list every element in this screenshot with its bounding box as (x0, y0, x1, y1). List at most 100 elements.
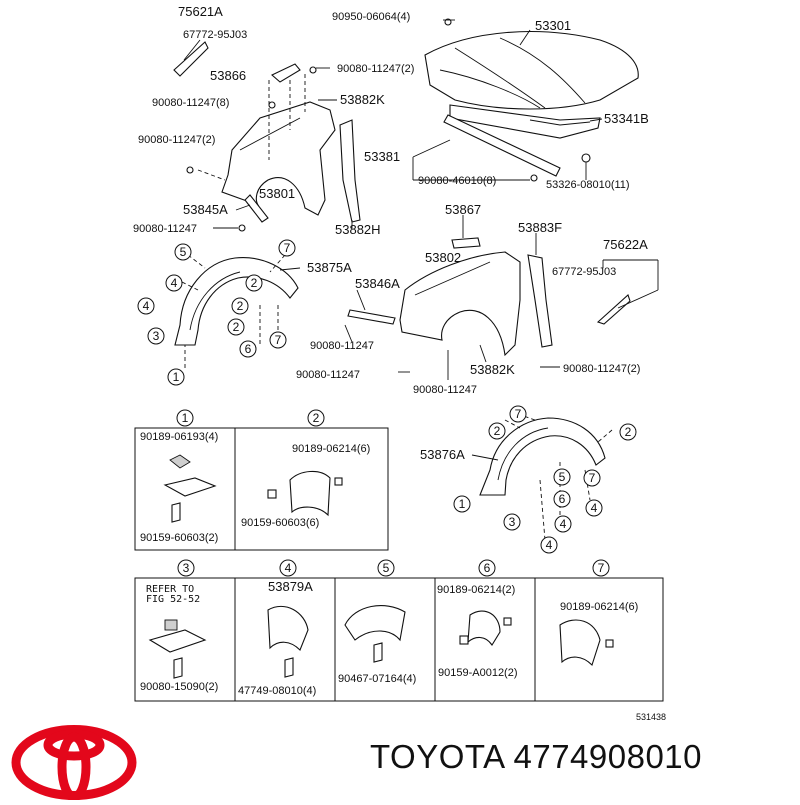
callout-2: 2 (237, 299, 244, 313)
callout-4: 4 (143, 299, 150, 313)
label-53875A: 53875A (307, 260, 352, 275)
bracket-53866 (271, 63, 301, 83)
label-90189-06193: 90189-06193(4) (140, 431, 218, 443)
label-47749-08010: 47749-08010(4) (238, 685, 316, 697)
label-53301: 53301 (535, 18, 571, 33)
bolt-icon (309, 66, 317, 74)
callout-4: 4 (591, 501, 598, 515)
callout-7: 7 (515, 407, 522, 421)
leader-lines (183, 19, 659, 461)
label-53882K: 53882K (470, 362, 515, 377)
callout-2: 2 (313, 411, 320, 425)
fender-liner-53883F (527, 254, 553, 348)
callout-5: 5 (383, 561, 390, 575)
diagram-code: 531438 (636, 712, 666, 720)
fender-liner-53882H (339, 119, 361, 223)
callout-2: 2 (494, 424, 501, 438)
cowl-75622A (596, 294, 631, 325)
label-53341B: 53341B (604, 111, 649, 126)
label-67772-95J03: 67772-95J03 (552, 266, 616, 278)
brand-name: TOYOTA (370, 738, 504, 775)
label-fig-52-52: FIG 52-52 (146, 594, 200, 605)
callout-2: 2 (233, 320, 240, 334)
label-53802: 53802 (425, 250, 461, 265)
callout-4: 4 (546, 538, 553, 552)
callout-4: 4 (560, 517, 567, 531)
label-75622A: 75622A (603, 237, 648, 252)
liner-53876A (479, 417, 606, 496)
callout-2: 2 (625, 425, 632, 439)
bolt-90080-46010-icon (530, 174, 538, 182)
liner-53875A (174, 257, 299, 346)
detail-box-7: 7 90189-06214(6) (534, 559, 664, 702)
bracket-53846A (347, 309, 396, 325)
label-53867: 53867 (445, 202, 481, 217)
label-53883F: 53883F (518, 220, 562, 235)
label-90080-15090: 90080-15090(2) (140, 681, 218, 693)
callout-7: 7 (589, 471, 596, 485)
label-90080-11247-8: 90080-11247(8) (152, 97, 229, 109)
hood-seal-53381 (443, 114, 561, 177)
part-labels: 75621A 67772-95J03 53866 90950-06064(4) … (133, 4, 649, 462)
detail-box-5: 5 90467-07164(4) (334, 559, 436, 702)
bracket-53867 (451, 237, 481, 249)
exploded-view-svg: 75621A 67772-95J03 53866 90950-06064(4) … (133, 4, 666, 722)
callout-5: 5 (180, 245, 187, 259)
callout-6: 6 (245, 342, 252, 356)
detail-box-1: 1 90189-06193(4) 90159-60603(2) (134, 409, 236, 551)
label-90080-11247-2: 90080-11247(2) (337, 63, 414, 75)
label-90467-07164: 90467-07164(4) (338, 673, 416, 685)
label-90080-11247-2: 90080-11247(2) (563, 363, 640, 375)
callout-1: 1 (182, 411, 189, 425)
callout-4: 4 (285, 561, 292, 575)
callout-7: 7 (275, 333, 282, 347)
part-number: 4774908010 (513, 738, 703, 775)
toyota-logo (10, 725, 138, 805)
callout-3: 3 (153, 329, 160, 343)
label-53326-08010: 53326-08010(11) (546, 179, 630, 191)
callouts: 5 7 4 2 4 2 3 2 7 6 1 7 2 2 5 7 6 1 4 3 … (137, 239, 637, 554)
callout-6: 6 (484, 561, 491, 575)
callout-2: 2 (251, 276, 258, 290)
detail-box-2: 2 90189-06214(6) 90159-60603(6) (234, 409, 389, 551)
callout-6: 6 (559, 492, 566, 506)
label-90159-60603: 90159-60603(2) (140, 532, 218, 544)
bolt-icon (238, 224, 246, 232)
callout-3: 3 (183, 561, 190, 575)
bracket-53845A (244, 194, 269, 223)
label-90159-A0012: 90159-A0012(2) (438, 667, 518, 679)
brand-caption: TOYOTA 4774908010 (370, 738, 702, 776)
callout-1: 1 (459, 497, 466, 511)
callout-4: 4 (171, 276, 178, 290)
label-75621A: 75621A (178, 4, 223, 19)
label-90189-06214: 90189-06214(6) (560, 601, 638, 613)
label-90080-11247: 90080-11247 (413, 384, 477, 396)
label-53381: 53381 (364, 149, 400, 164)
label-53876A: 53876A (420, 447, 465, 462)
label-53879A: 53879A (268, 579, 313, 594)
bolt-icon (186, 166, 194, 174)
fender-53802 (399, 251, 521, 357)
stud-90950-icon (444, 18, 452, 26)
label-90080-11247: 90080-11247 (133, 223, 197, 235)
detail-box-4: 4 53879A 47749-08010(4) (234, 559, 336, 702)
callout-1: 1 (173, 370, 180, 384)
label-90189-06214: 90189-06214(6) (292, 443, 370, 455)
callout-5: 5 (559, 470, 566, 484)
label-53882K: 53882K (340, 92, 385, 107)
detail-box-3: 3 REFER TO FIG 52-52 90080-15090(2) (134, 559, 236, 702)
cowl-75621A (173, 41, 209, 77)
detail-box-6: 6 90189-06214(2) 90159-A0012(2) (434, 559, 536, 702)
callout-7: 7 (598, 561, 605, 575)
label-53801: 53801 (259, 186, 295, 201)
callout-7: 7 (284, 241, 291, 255)
fender-53801 (221, 101, 336, 216)
label-53882H: 53882H (335, 222, 381, 237)
label-90080-11247: 90080-11247 (296, 369, 360, 381)
label-90189-06214: 90189-06214(2) (437, 584, 515, 596)
label-90080-46010: 90080-46010(8) (418, 175, 496, 187)
bolt-icon (268, 101, 276, 109)
label-90950-06064: 90950-06064(4) (332, 11, 410, 23)
callout-3: 3 (509, 515, 516, 529)
